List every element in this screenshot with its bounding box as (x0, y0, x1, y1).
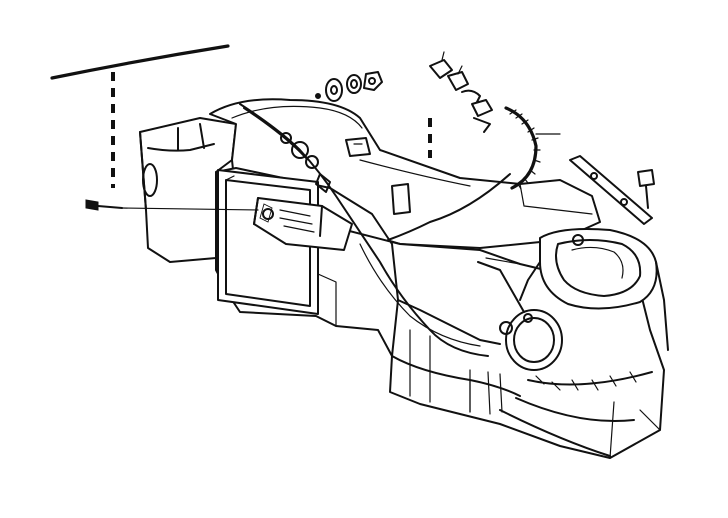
blower-motor-cap (477, 257, 563, 371)
connector-clips (429, 51, 493, 133)
mounting-bracket (569, 155, 655, 225)
top-vent-boxes (345, 137, 411, 215)
nut-and-washers (315, 71, 383, 102)
corrugated-hose (504, 106, 541, 190)
dashboard-edge (50, 44, 230, 80)
rim-screws (527, 371, 653, 391)
blower-outlet-ring (519, 228, 669, 351)
wiring-harness (239, 103, 511, 357)
control-switch-unit (253, 197, 353, 251)
mounting-screw-left (85, 199, 259, 211)
